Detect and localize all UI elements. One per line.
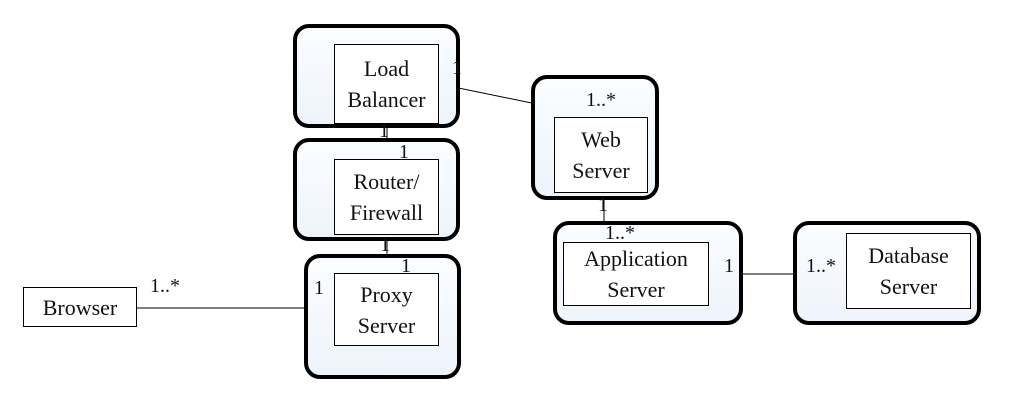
web-application-web-multiplicity: 1: [598, 194, 608, 216]
database-server-component: Database Server: [846, 233, 971, 309]
proxy-router-proxy-multiplicity: 1: [401, 255, 411, 277]
load-balancer-component: Load Balancer: [334, 44, 439, 124]
router-firewall-component: Router/ Firewall: [334, 159, 439, 235]
router-firewall-label-line-1: Router/: [353, 169, 420, 194]
proxy-server-label-line-2: Server: [357, 312, 416, 338]
application-server-label-line-1: Application: [584, 246, 688, 271]
web-application-application-multiplicity: 1..*: [605, 222, 635, 244]
router-loadbalancer-router-multiplicity: 1: [399, 141, 409, 163]
proxy-router-router-multiplicity: 1: [380, 234, 390, 256]
load-balancer-label-line-2: Balancer: [347, 87, 426, 112]
database-server-label-line-2: Server: [879, 274, 938, 299]
web-server-label-line-1: Web: [581, 127, 621, 152]
proxy-server-component: Proxy Server: [334, 273, 439, 346]
browser-proxy-browser-multiplicity: 1..*: [150, 275, 180, 297]
application-database-application-multiplicity: 1: [724, 255, 734, 277]
router-firewall-label-line-2: Firewall: [349, 200, 424, 225]
application-server-component: Application Server: [563, 242, 709, 306]
web-server-component: Web Server: [554, 117, 648, 193]
router-loadbalancer-loadbalancer-multiplicity: 1: [379, 120, 389, 142]
application-server-label-line-2: Server: [607, 277, 665, 302]
loadbalancer-web-loadbalancer-multiplicity: 1: [452, 57, 462, 79]
web-server-label-line-2: Server: [572, 158, 630, 183]
database-server-label-line-1: Database: [868, 243, 949, 268]
browser-label: Browser: [42, 294, 118, 320]
browser-proxy-proxy-multiplicity: 1: [314, 277, 324, 299]
application-database-database-multiplicity: 1..*: [806, 255, 836, 277]
browser-component: Browser: [23, 287, 137, 327]
load-balancer-label-line-1: Load: [363, 56, 410, 81]
proxy-server-label-line-1: Proxy: [360, 281, 413, 307]
loadbalancer-web-web-multiplicity: 1..*: [586, 89, 616, 111]
